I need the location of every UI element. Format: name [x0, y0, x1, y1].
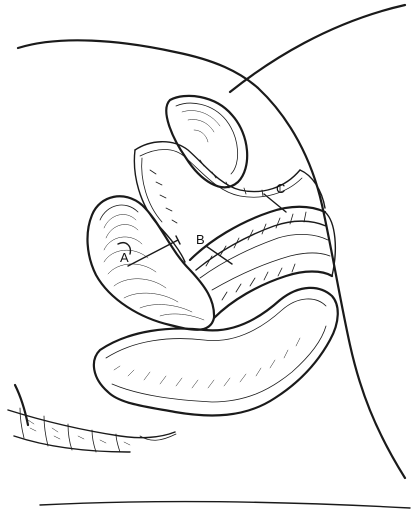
bladder — [166, 96, 247, 187]
label-a: A — [120, 250, 129, 265]
peritoneal-folds — [134, 142, 325, 262]
line-a — [128, 240, 178, 266]
label-c: C — [276, 181, 285, 196]
uterus — [87, 196, 214, 329]
label-b: B — [196, 232, 205, 247]
rectum — [94, 288, 338, 416]
measurement-b — [206, 246, 232, 264]
line-b — [206, 246, 232, 264]
